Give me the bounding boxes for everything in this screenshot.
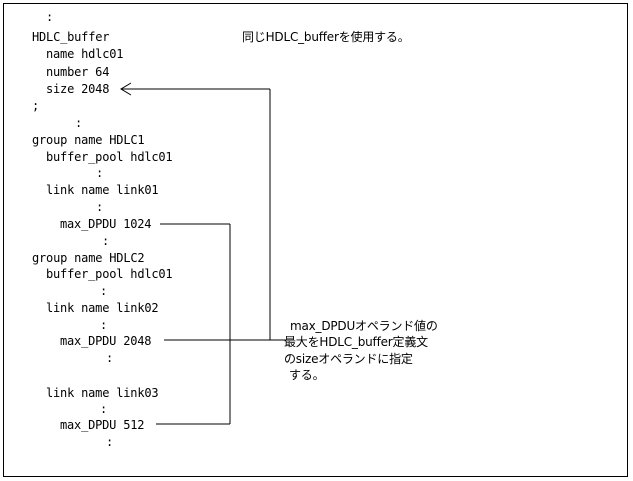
group1-max-dpdu-line: max_DPDU 1024 <box>60 217 152 231</box>
group1-dots-2: : <box>96 200 104 214</box>
max-note-line-3: のsizeオペランドに指定 <box>284 352 413 366</box>
buffer-header: HDLC_buffer <box>32 30 110 44</box>
group1-dots-3: : <box>102 234 110 248</box>
buffer-number-line: number 64 <box>46 65 110 79</box>
max-note-line-2: 最大をHDLC_buffer定義文 <box>284 335 428 349</box>
group2-dots-3: : <box>106 351 114 365</box>
same-buffer-note: 同じHDLC_bufferを使用する。 <box>242 30 410 44</box>
buffer-name-line: name hdlc01 <box>46 47 124 61</box>
group2-dots-2: : <box>100 318 108 332</box>
dots-after-buffer: : <box>75 116 83 130</box>
semicolon-line: ; <box>32 99 40 113</box>
group2-dots-1: : <box>100 284 108 298</box>
group1-link-line: link name link01 <box>46 183 159 197</box>
group2-buffer-pool-line: buffer_pool hdlc01 <box>46 267 173 281</box>
group1-buffer-pool-line: buffer_pool hdlc01 <box>46 150 173 164</box>
group2-link03-line: link name link03 <box>46 386 159 400</box>
max-note-line-1: max_DPDUオペランド値の <box>290 319 438 333</box>
group1-name-line: group name HDLC1 <box>32 133 145 147</box>
group2-max-dpdu-link03-line: max_DPDU 512 <box>60 418 145 432</box>
group2-name-line: group name HDLC2 <box>32 251 145 265</box>
group2-link02-line: link name link02 <box>46 301 159 315</box>
arrow-head <box>120 82 132 96</box>
group1-dots-1: : <box>96 166 104 180</box>
document-frame <box>3 3 628 477</box>
group2-max-dpdu-link02-line: max_DPDU 2048 <box>60 334 152 348</box>
buffer-size-line: size 2048 <box>46 82 110 96</box>
dots-top: : <box>46 10 54 24</box>
group2-dots-5: : <box>106 435 114 449</box>
max-note-line-4: する。 <box>289 368 325 382</box>
group2-dots-4: : <box>100 402 108 416</box>
